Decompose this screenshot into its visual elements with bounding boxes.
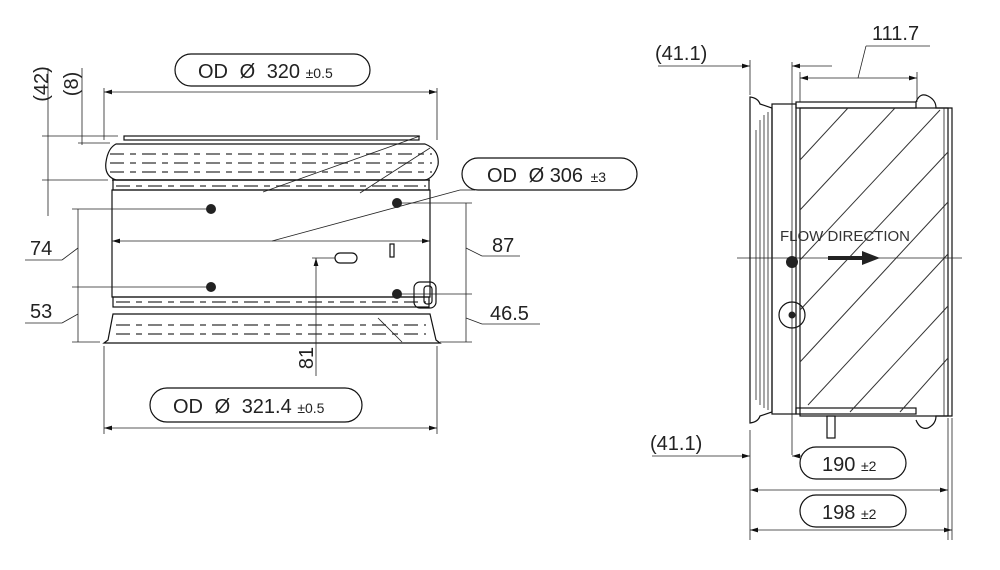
clamp xyxy=(413,281,437,309)
dim-8: (8) xyxy=(61,72,83,96)
bolt-icon xyxy=(392,289,402,299)
dim-41-1-bottom: (41.1) xyxy=(650,433,702,455)
part-outline xyxy=(102,135,442,344)
sensor-port-icon xyxy=(786,256,798,268)
section-view: FLOW DIRECTION (41.1) 111.7 (41.1) 190 ±… xyxy=(650,23,962,540)
dim-53: 53 xyxy=(30,301,52,323)
dim-41-1-top: (41.1) xyxy=(655,43,707,65)
od-bottom-label: OD Ø 321.4 ±0.5 xyxy=(173,396,325,418)
filter-core xyxy=(799,107,949,417)
core-hatching xyxy=(799,107,949,413)
side-view: OD Ø 320 ±0.5 (42) (8) 74 53 OD Ø 306 ± xyxy=(25,53,638,434)
bolt-icon xyxy=(392,198,402,208)
dim-74: 74 xyxy=(30,238,52,260)
length-198-label: 198 ±2 xyxy=(822,502,877,524)
sensor-boss xyxy=(334,252,358,264)
dim-42: (42) xyxy=(31,66,53,102)
dim-111-7: 111.7 xyxy=(872,23,919,45)
inlet-flange xyxy=(749,96,773,424)
dim-87: 87 xyxy=(492,235,514,257)
dim-46-5: 46.5 xyxy=(490,303,529,325)
od-top-label: OD Ø 320 ±0.5 xyxy=(198,61,333,83)
dim-81: 81 xyxy=(296,347,318,369)
flow-direction-label: FLOW DIRECTION xyxy=(780,228,910,245)
flow-arrow-icon xyxy=(828,251,880,265)
od-inner-label: OD Ø 306 ±3 xyxy=(487,165,606,187)
sensor-port-icon xyxy=(788,311,796,319)
length-190-label: 190 ±2 xyxy=(822,454,877,476)
